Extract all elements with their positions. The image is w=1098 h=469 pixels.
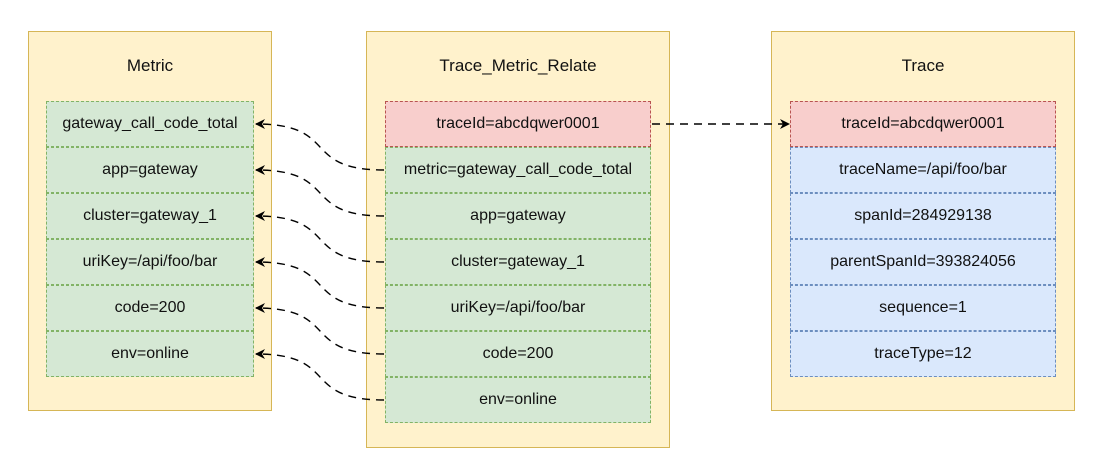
relate-row: uriKey=/api/foo/bar <box>385 285 651 331</box>
arrow-code <box>255 303 385 355</box>
metric-title: Metric <box>126 56 174 75</box>
trace-row: sequence=1 <box>790 285 1056 331</box>
relate-trace-id: traceId=abcdqwer0001 <box>385 101 651 147</box>
trace-row: spanId=284929138 <box>790 193 1056 239</box>
metric-row: app=gateway <box>46 147 254 193</box>
relate-row: metric=gateway_call_code_total <box>385 147 651 193</box>
metric-row: gateway_call_code_total <box>46 101 254 147</box>
relate-row: code=200 <box>385 331 651 377</box>
trace-row: traceType=12 <box>790 331 1056 377</box>
relate-row: env=online <box>385 377 651 423</box>
arrow-cluster <box>255 211 385 263</box>
relate-title: Trace_Metric_Relate <box>439 56 597 75</box>
metric-row: env=online <box>46 331 254 377</box>
arrow-app <box>255 165 385 217</box>
trace-row: traceName=/api/foo/bar <box>790 147 1056 193</box>
metric-row: cluster=gateway_1 <box>46 193 254 239</box>
arrow-env <box>255 349 385 401</box>
trace-trace-id: traceId=abcdqwer0001 <box>790 101 1056 147</box>
metric-row: code=200 <box>46 285 254 331</box>
trace-row: parentSpanId=393824056 <box>790 239 1056 285</box>
metric-row: uriKey=/api/foo/bar <box>46 239 254 285</box>
relate-row: app=gateway <box>385 193 651 239</box>
relate-row: cluster=gateway_1 <box>385 239 651 285</box>
arrow-metric-to-metric <box>255 119 385 171</box>
trace-title: Trace <box>901 56 945 75</box>
arrow-urikey <box>255 257 385 309</box>
